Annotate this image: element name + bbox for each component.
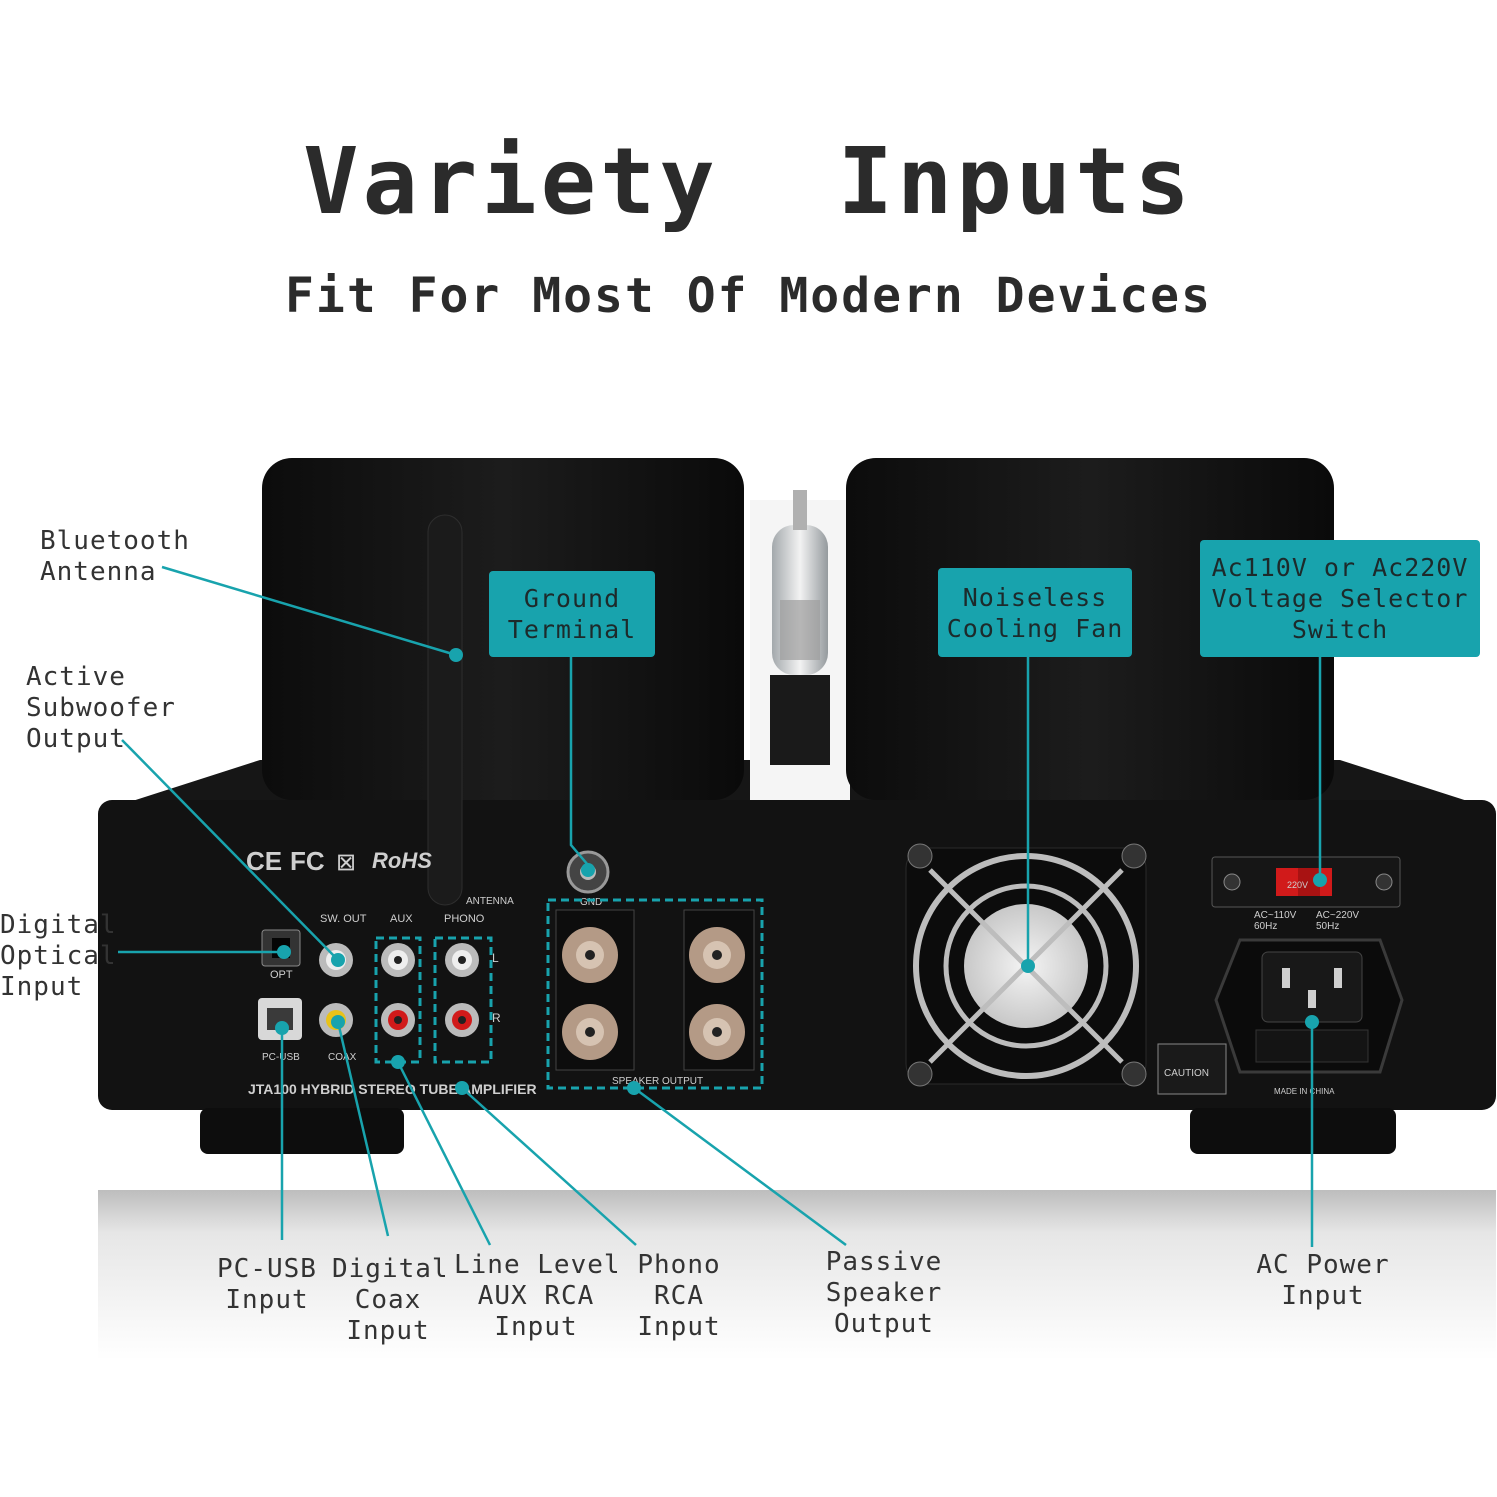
line-level-aux-callout: Line Level AUX RCA Input <box>454 1250 621 1342</box>
bluetooth-antenna-label: Bluetooth Antenna <box>40 526 190 587</box>
left-foot <box>200 1108 404 1154</box>
page-subtitle: Fit For Most Of Modern Devices <box>285 268 1212 324</box>
model-label: JTA100 HYBRID STEREO TUBE AMPLIFIER <box>248 1081 537 1097</box>
right-foot <box>1190 1108 1396 1154</box>
ground-terminal-callout: Ground Terminal <box>489 571 655 657</box>
digital-coax-callout: Digital Coax Input <box>332 1254 449 1346</box>
antenna-label: ANTENNA <box>466 896 514 907</box>
phono-rca-callout: Phono RCA Input <box>637 1250 721 1342</box>
voltage-selector-callout: Ac110V or Ac220V Voltage Selector Switch <box>1200 540 1480 657</box>
pc-usb-callout: PC-USB Input <box>217 1254 317 1315</box>
speaker-binding-posts <box>562 927 745 1060</box>
speaker-output-outline <box>546 898 764 1090</box>
right-channel-label: R <box>492 1011 501 1025</box>
aux-jacks <box>381 943 415 1037</box>
active-subwoofer-label: Active Subwoofer Output <box>26 662 176 754</box>
switch-value-label: 220V <box>1287 880 1308 890</box>
floor-reflection <box>98 1190 1496 1360</box>
speaker-output-label: SPEAKER OUTPUT <box>612 1076 703 1087</box>
caution-label: CAUTION <box>1164 1068 1209 1079</box>
phono-group-outline <box>433 936 493 1064</box>
callout-lines <box>118 565 1322 1247</box>
weee-icon: ⊠ <box>336 849 356 876</box>
made-in-label: MADE IN CHINA <box>1274 1087 1335 1096</box>
sw-out-label: SW. OUT <box>320 913 367 925</box>
rohs-mark: RoHS <box>372 848 432 873</box>
bluetooth-antenna <box>427 514 463 906</box>
cooling-fan-callout: Noiseless Cooling Fan <box>938 568 1132 657</box>
aux-label: AUX <box>390 913 413 925</box>
ac-power-callout: AC Power Input <box>1256 1250 1390 1311</box>
page-title: Variety Inputs <box>303 128 1194 235</box>
gnd-label: GND <box>580 897 602 908</box>
fcc-mark: FC <box>290 846 325 876</box>
phono-label: PHONO <box>444 913 485 925</box>
coax-label: COAX <box>328 1052 357 1063</box>
caution-sticker <box>1157 1043 1227 1095</box>
phono-jacks <box>445 943 479 1037</box>
ac-power-inlet <box>1214 938 1404 1074</box>
opt-label: OPT <box>270 969 293 981</box>
digital-optical-label: Digital Optical Input <box>0 910 117 1002</box>
passive-speaker-callout: Passive Speaker Output <box>825 1247 943 1339</box>
vacuum-tube <box>750 490 850 800</box>
left-channel-label: L <box>492 951 499 965</box>
callout-dots <box>275 648 1327 1095</box>
